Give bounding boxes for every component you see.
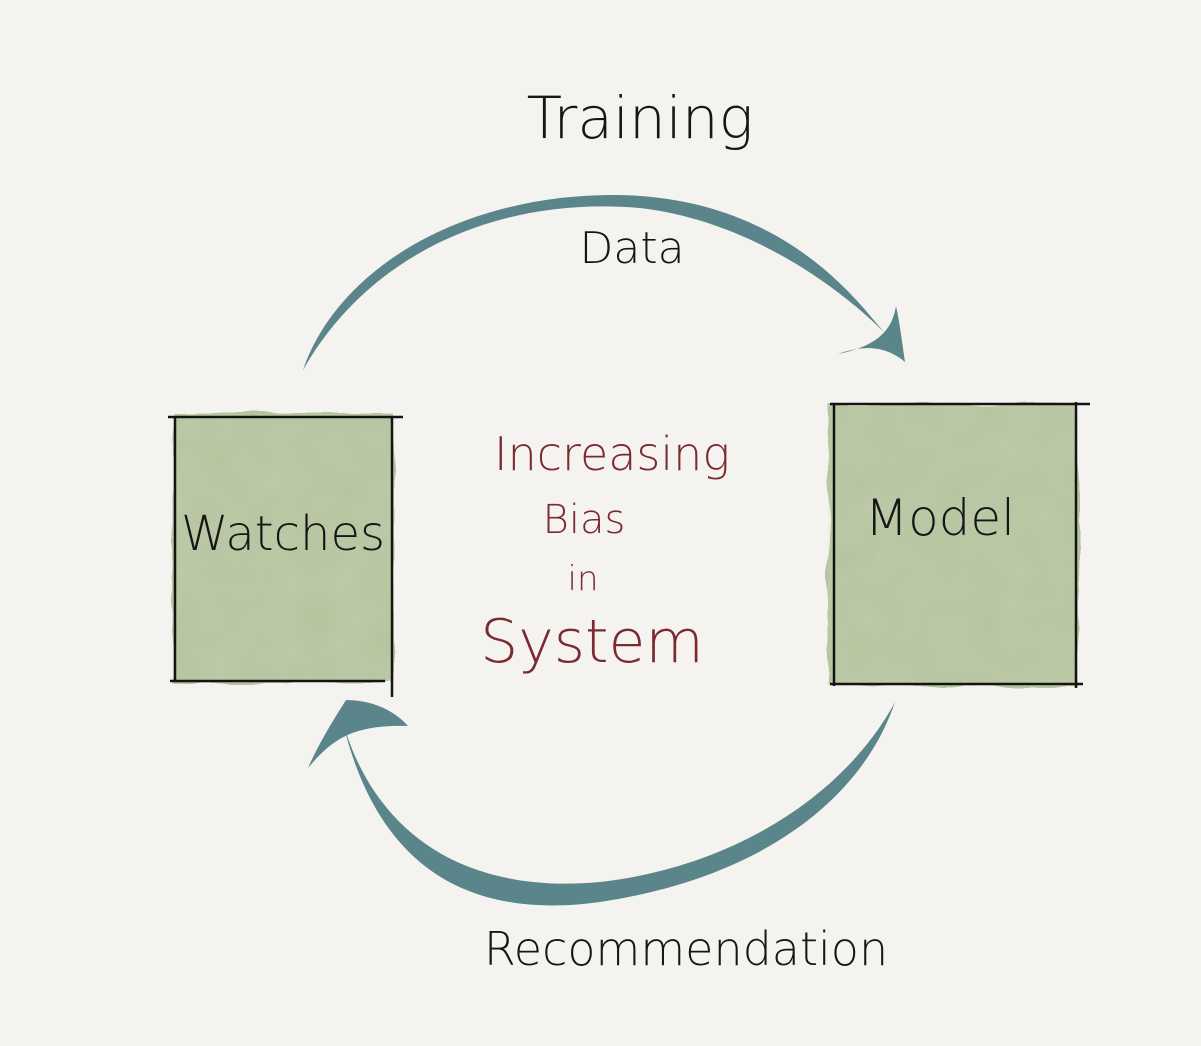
recommendation-arrow <box>308 700 895 906</box>
training-label: Training <box>527 84 754 152</box>
watches-label: Watches <box>181 506 385 562</box>
model-label: Model <box>865 489 1015 547</box>
recommendation-arrowhead <box>308 700 408 768</box>
training-arrow-body <box>303 194 884 370</box>
model-box: Model <box>828 402 1090 688</box>
training-arrowhead <box>838 306 905 362</box>
data-label: Data <box>579 223 684 274</box>
recommendation-label: Recommendation <box>484 922 888 976</box>
center-line-bias: Bias <box>543 497 626 543</box>
center-text: Increasing Bias in System <box>480 427 730 677</box>
center-line-in: in <box>568 559 599 599</box>
recommendation-arrow-body <box>340 702 895 906</box>
training-data-arrow <box>303 194 905 370</box>
center-line-increasing: Increasing <box>494 427 730 481</box>
center-line-system: System <box>480 607 704 677</box>
watches-box: Watches <box>168 414 403 697</box>
